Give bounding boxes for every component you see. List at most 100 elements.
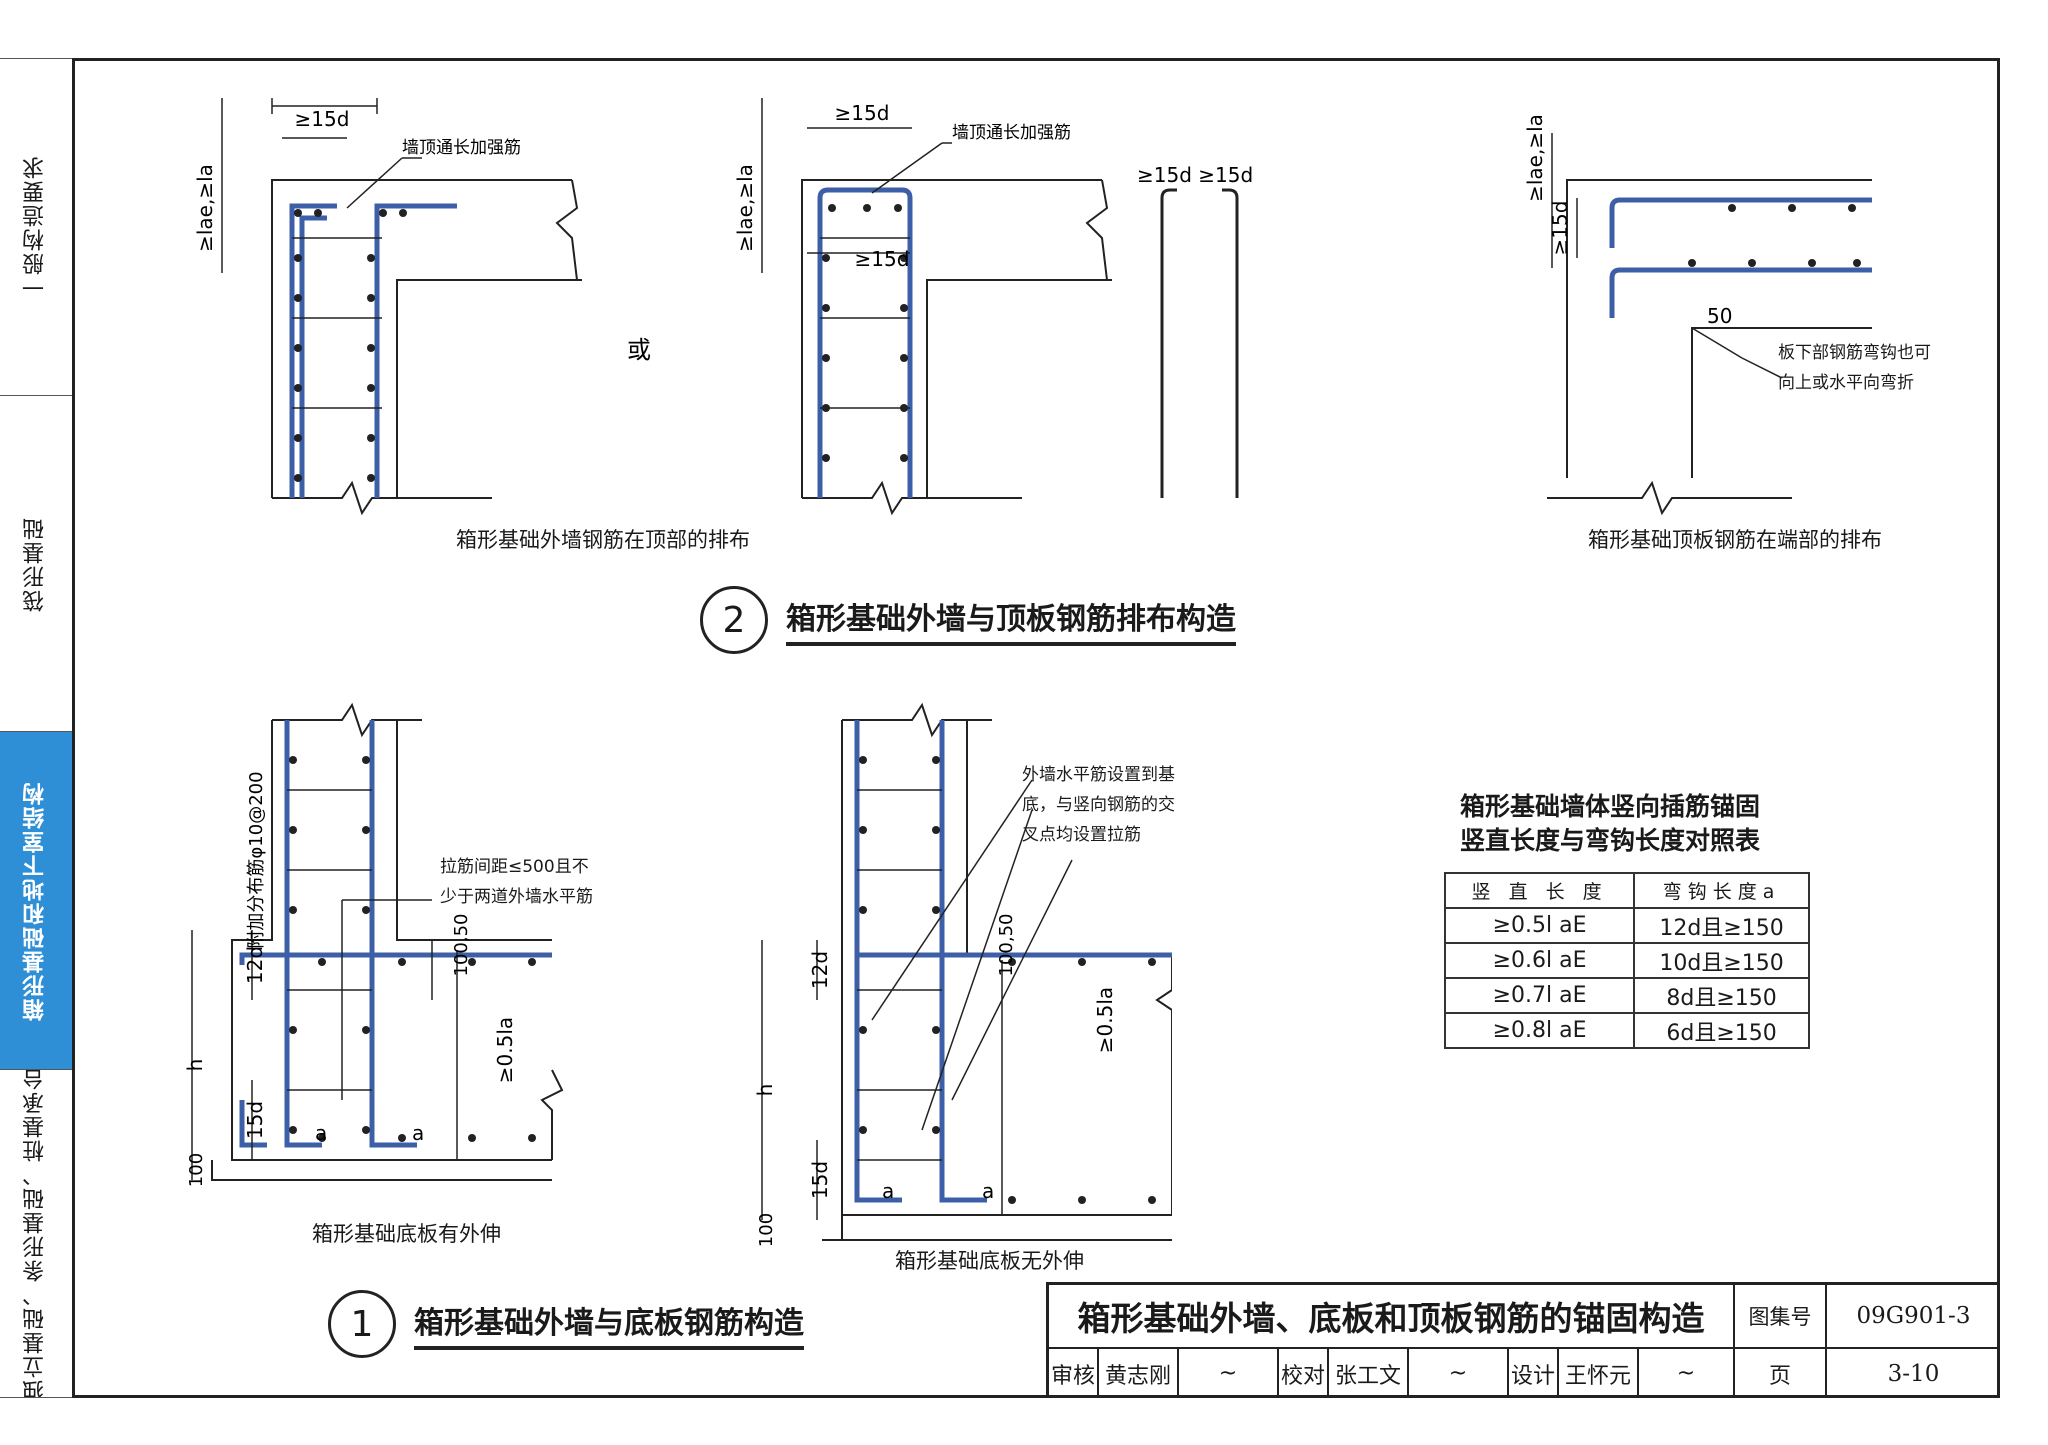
caption-base-with-extension: 箱形基础底板有外伸 [312, 1222, 501, 1246]
sidebar-tab-raft[interactable]: 筏形基础 [0, 396, 72, 732]
dim-50: 50 [1707, 304, 1732, 328]
rebar-d [239, 720, 552, 1148]
reviewer-signature: ~ [1179, 1349, 1279, 1398]
label-a-d1: a [315, 1121, 327, 1145]
caption-line: 箱形基础墙体竖向插筋锚固 [1459, 792, 1760, 821]
caption-slab-end-layout: 箱形基础顶板钢筋在端部的排布 [1588, 528, 1882, 552]
table-row: ≥0.6l aE 10d且≥150 [1443, 942, 1810, 979]
dim-h-d: h [183, 1059, 207, 1072]
wall-top-detail-b [801, 179, 1112, 516]
dim-h-e: h [753, 1084, 777, 1097]
dim-15d-e: 15d [808, 1161, 832, 1199]
hook-bar-sketch [1160, 188, 1239, 498]
dim-100-50-e: 100,50 [996, 914, 1017, 977]
dim-100-d: 100 [186, 1153, 207, 1187]
note-horizontal-bars: 外墙水平筋设置到基 底，与竖向钢筋的交 叉点均设置拉筋 [1022, 760, 1175, 850]
table-cell: 12d且≥150 [1633, 907, 1810, 944]
dim-12d-e: 12d [808, 951, 832, 989]
sidebar-tab-label: 箱形基础和地下室结构 [23, 780, 48, 1021]
note-slab-hook: 板下部钢筋弯钩也可 向上或水平向弯折 [1778, 338, 1931, 398]
dim-15d-a: ≥15d [295, 107, 350, 131]
table-cell: ≥0.5l aE [1443, 907, 1636, 944]
header-hook-length: 弯钩长度a [1633, 872, 1810, 909]
section-2-number: 2 [700, 586, 768, 654]
table-cell: 10d且≥150 [1633, 942, 1810, 979]
table-cell: ≥0.6l aE [1443, 942, 1636, 979]
caption-base-no-extension: 箱形基础底板无外伸 [895, 1249, 1084, 1273]
rebar-e [854, 720, 1172, 1203]
wall-top-detail-a [271, 179, 582, 516]
sidebar-tab-label: 筏形基础 [23, 515, 48, 612]
label-a-e2: a [982, 1179, 994, 1203]
dim-12d-d: 12d [243, 946, 267, 984]
dim-lae-c: ≥lae,≥la [1523, 114, 1547, 202]
note-dist-bar: 附加分布筋φ10@200 [246, 771, 267, 948]
table-row: ≥0.7l aE 8d且≥150 [1443, 977, 1810, 1014]
atlas-number: 09G901-3 [1827, 1285, 2000, 1349]
note-line: 拉筋间距≤500且不 [440, 857, 589, 877]
note-tie-spacing: 拉筋间距≤500且不 少于两道外墙水平筋 [440, 852, 593, 912]
check-label: 校对 [1279, 1349, 1329, 1398]
note-line: 板下部钢筋弯钩也可 [1778, 343, 1931, 363]
table-cell: ≥0.8l aE [1443, 1012, 1636, 1049]
page-label: 页 [1735, 1349, 1827, 1398]
dim-15d-b: ≥15d [835, 101, 890, 125]
page-number: 3-10 [1887, 1360, 1940, 1387]
dim-05la-e: ≥0.5la [1093, 987, 1117, 1053]
design-label: 设计 [1509, 1349, 1559, 1398]
checker-signature: ~ [1409, 1349, 1509, 1398]
table-cell: 6d且≥150 [1633, 1012, 1810, 1049]
section-2-title: 箱形基础外墙与顶板钢筋排布构造 [786, 594, 1236, 646]
or-label: 或 [627, 336, 651, 364]
section1-drawings: 12d 15d h 100 100,50 ≥0.5la a a 附加分布筋φ10… [183, 702, 1172, 1247]
section2-drawings: ≥15d ≥lae,≥la 墙顶通长加强筋 或 ≥15d ≥15d ≥lae,≥… [193, 98, 1872, 516]
table-header-row: 竖 直 长 度 弯钩长度a [1443, 872, 1810, 909]
dim-15d-pair: ≥15d ≥15d [1137, 163, 1253, 187]
anchor-length-table: 竖 直 长 度 弯钩长度a ≥0.5l aE 12d且≥150 ≥0.6l aE… [1443, 872, 1810, 1049]
note-line: 向上或水平向弯折 [1778, 373, 1914, 393]
dim-15d-c: ≥15d [1548, 201, 1572, 256]
note-wall-top-b: 墙顶通长加强筋 [952, 123, 1071, 143]
note-line: 少于两道外墙水平筋 [440, 887, 593, 907]
atlas-label: 图集号 [1735, 1285, 1827, 1349]
dim-lae-b: ≥lae,≥la [733, 164, 757, 252]
dim-100-e: 100 [756, 1213, 777, 1247]
review-label: 审核 [1049, 1349, 1099, 1398]
sidebar-tab-label: 独立基础、条形基础、桩基承台 [23, 1070, 48, 1398]
signature-row: 审核 黄志刚 ~ 校对 张工文 ~ 设计 王怀元 ~ 页 3-10 [1049, 1349, 2000, 1398]
label-a-d2: a [412, 1121, 424, 1145]
rebar-a [289, 203, 457, 498]
table-cell: 8d且≥150 [1633, 977, 1810, 1014]
designer-name: 王怀元 [1559, 1349, 1639, 1398]
title-block: 箱形基础外墙、底板和顶板钢筋的锚固构造 图集号 09G901-3 审核 黄志刚 … [1046, 1282, 2000, 1398]
caption-line: 竖直长度与弯钩长度对照表 [1459, 826, 1760, 855]
base-slab-with-extension [211, 702, 564, 1181]
sidebar-tab-general[interactable]: 一般构造要求 [0, 58, 72, 396]
section-1-title: 箱形基础外墙与底板钢筋构造 [414, 1298, 804, 1350]
dim-lae-a: ≥lae,≥la [193, 164, 217, 252]
table-row: ≥0.8l aE 6d且≥150 [1443, 1012, 1810, 1049]
dim-15d-b2: ≥15d [855, 247, 910, 271]
anchor-table-caption: 箱形基础墙体竖向插筋锚固 竖直长度与弯钩长度对照表 [1440, 790, 1780, 858]
table-cell: ≥0.7l aE [1443, 977, 1636, 1014]
rebar-c [1609, 197, 1872, 318]
section-1-number: 1 [328, 1290, 396, 1358]
sidebar-tab-box-foundation[interactable]: 箱形基础和地下室结构 [0, 732, 72, 1070]
checker-name: 张工文 [1329, 1349, 1409, 1398]
sidebar-tab-isolated[interactable]: 独立基础、条形基础、桩基承台 [0, 1070, 72, 1398]
rebar-b [817, 187, 913, 498]
note-wall-top-a: 墙顶通长加强筋 [402, 138, 521, 158]
header-vertical-length: 竖 直 长 度 [1443, 872, 1636, 909]
designer-signature: ~ [1639, 1349, 1735, 1398]
dim-05la-d: ≥0.5la [493, 1017, 517, 1083]
dim-100-50-d: 100,50 [451, 914, 472, 977]
drawing-frame [72, 58, 2000, 1398]
dim-15d-d: 15d [243, 1101, 267, 1139]
label-a-e1: a [882, 1179, 894, 1203]
table-row: ≥0.5l aE 12d且≥150 [1443, 907, 1810, 944]
reviewer-name: 黄志刚 [1099, 1349, 1179, 1398]
section-1-heading: 1 箱形基础外墙与底板钢筋构造 [328, 1290, 804, 1358]
note-line: 叉点均设置拉筋 [1022, 825, 1141, 845]
caption-wall-top-layout: 箱形基础外墙钢筋在顶部的排布 [456, 528, 750, 552]
section-2-heading: 2 箱形基础外墙与顶板钢筋排布构造 [700, 586, 1236, 654]
